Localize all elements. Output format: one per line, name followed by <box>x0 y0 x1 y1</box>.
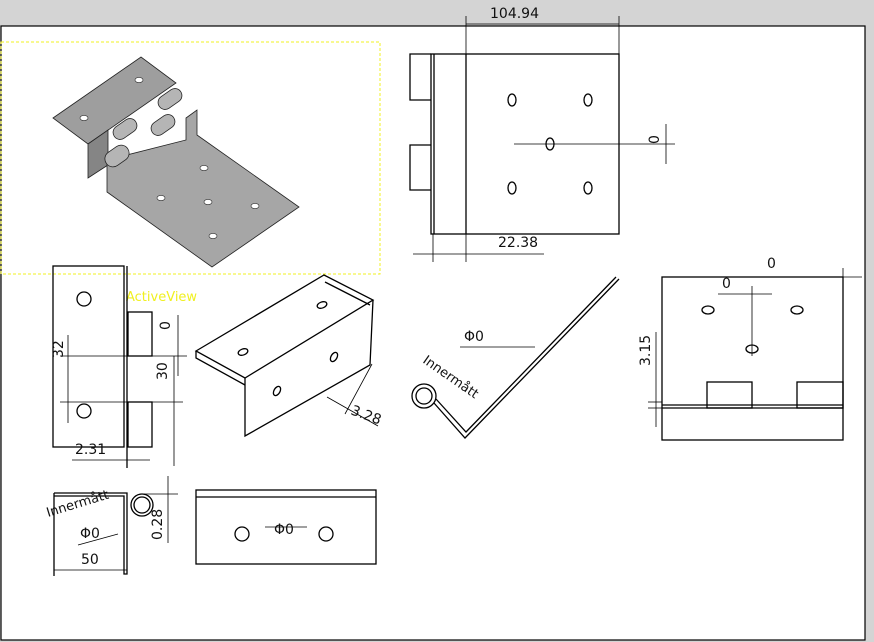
dim-front-zero: 0 <box>647 135 663 144</box>
dim-plan-diameter: Φ0 <box>274 522 294 538</box>
front-view[interactable]: 104.94 0 22.38 <box>409 6 675 262</box>
dim-right-zero-top: 0 <box>767 256 776 272</box>
plan-view[interactable]: Φ0 <box>195 489 377 565</box>
right-view[interactable]: 0 0 3.15 <box>638 256 862 441</box>
active-view-frame[interactable] <box>0 41 381 275</box>
dim-profile-diameter: Φ0 <box>464 329 484 345</box>
side-view[interactable]: 32 0 30 2.31 <box>51 265 187 468</box>
hinge-holes <box>79 77 260 239</box>
dim-bottom-width: 50 <box>81 552 99 568</box>
isometric-hinge-view[interactable] <box>52 56 300 268</box>
dim-side-tab: 30 <box>155 362 171 380</box>
dim-side-thickness: 2.31 <box>75 442 106 458</box>
dim-front-width: 104.94 <box>490 6 539 22</box>
hinge-top-leaf <box>52 56 177 145</box>
hinge-knuckles <box>104 88 183 168</box>
dim-right-zero-hole: 0 <box>722 276 731 292</box>
dim-front-offset: 22.38 <box>498 235 538 251</box>
dim-bottom-diameter: Φ0 <box>80 526 100 542</box>
dim-side-zero: 0 <box>158 321 174 330</box>
dim-right-height: 3.15 <box>638 335 654 366</box>
hinge-bottom-plate <box>106 109 300 268</box>
dim-side-height: 32 <box>51 340 67 358</box>
sheet-paper <box>0 25 866 641</box>
active-view-label: ActiveView <box>126 290 197 305</box>
dim-bottom-thickness: 0.28 <box>150 509 166 540</box>
